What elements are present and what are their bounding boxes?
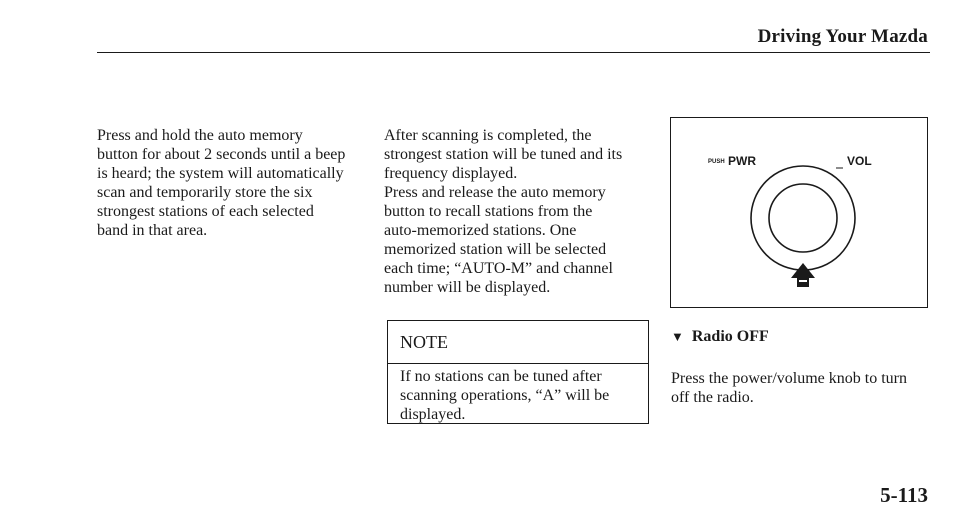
knob-outer-ring bbox=[750, 165, 856, 271]
page-number: 5-113 bbox=[880, 483, 928, 507]
radio-off-paragraph: Press the power/volume knob to turn off … bbox=[671, 370, 907, 406]
page-header-title: Driving Your Mazda bbox=[757, 26, 928, 47]
note-heading: NOTE bbox=[400, 332, 448, 352]
note-box: NOTE If no stations can be tuned after s… bbox=[387, 320, 649, 424]
vol-label: VOL bbox=[847, 154, 872, 168]
header-rule bbox=[97, 52, 930, 53]
knob-illustration bbox=[750, 165, 856, 287]
scanning-paragraph: After scanning is completed, the stronge… bbox=[384, 127, 623, 296]
radio-off-heading-text: Radio OFF bbox=[691, 328, 769, 345]
push-label: PUSH bbox=[708, 158, 725, 165]
note-divider bbox=[388, 363, 648, 364]
pwr-text: PWR bbox=[728, 154, 757, 168]
note-body: If no stations can be tuned after scanni… bbox=[400, 368, 610, 423]
power-volume-knob-figure: PUSH PWR VOL bbox=[670, 117, 928, 308]
push-arrow-icon bbox=[791, 263, 815, 287]
pwr-label: PUSH PWR bbox=[708, 154, 756, 168]
auto-memory-paragraph: Press and hold the auto memory button fo… bbox=[97, 127, 346, 239]
radio-off-heading: ▼ Radio OFF bbox=[671, 328, 769, 346]
knob-inner-face bbox=[768, 183, 838, 253]
triangle-bullet-icon: ▼ bbox=[671, 329, 684, 344]
